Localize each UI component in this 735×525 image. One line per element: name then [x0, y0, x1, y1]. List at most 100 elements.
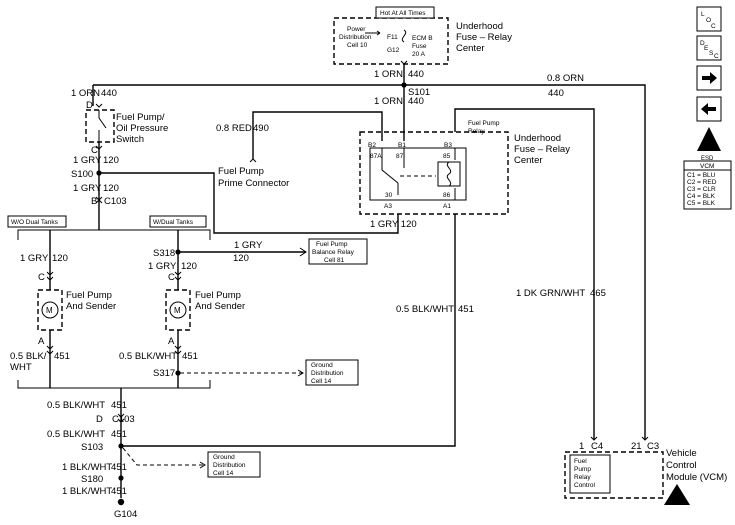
desc-icon[interactable] [696, 35, 722, 61]
fuel-pump-right: M Fuel Pump And Sender [165, 289, 245, 331]
ground-link-s103 [122, 447, 205, 466]
vcm-inner-2: Pump [574, 466, 591, 473]
vcm-pin-icons [590, 436, 649, 441]
conn-b-c103: B [91, 196, 97, 207]
relay-name-1: Fuel Pump [468, 120, 500, 127]
prime-label-1: Fuel Pump [218, 166, 264, 177]
conn-a-left-icon [46, 345, 54, 355]
blk-c103-top-label: 0.5 BLK/WHT [47, 400, 105, 411]
fuse-terminal: G12 [387, 47, 400, 54]
vcm-outline [564, 451, 664, 499]
fuse-id: F11 [387, 34, 398, 41]
conn-d-top-icon [95, 103, 103, 108]
fuse-block: Hot At All Times Power Distribution Cell… [333, 6, 512, 65]
vcm-c3: C3 [647, 441, 659, 452]
fuse-rating: 20 A [412, 51, 426, 58]
relay-term-b2: B2 [368, 142, 376, 149]
loc-icon[interactable] [696, 6, 722, 32]
switch-label-1: Fuel Pump/ [116, 112, 165, 123]
blk-s103-num: 451 [111, 462, 127, 473]
fuel-pump-relay: B2 B1 B3 87A 87 85 30 86 A3 A1 Fuel Pump… [359, 120, 570, 215]
esd-icon-label: ESD [701, 156, 714, 162]
relay-body [369, 147, 467, 201]
relay-term-87a: 87A [370, 153, 382, 160]
desc-icon-c: C [714, 53, 719, 60]
ground-cell-a-box [305, 359, 359, 386]
pump-right-label-2: And Sender [195, 301, 245, 312]
conn-c-left-pump: C [38, 272, 45, 283]
hot-at-all-times-box [375, 6, 435, 19]
s317-label: S317 [153, 368, 175, 379]
vcm-legend-row-5: C5 = BLK [687, 200, 716, 207]
balance-relay-3: Cell 81 [324, 257, 345, 264]
right-arrow-icon [702, 72, 717, 84]
red-wire-num: 490 [253, 123, 269, 134]
tank-left-label: W/O Dual Tanks [11, 219, 59, 226]
loc-icon-o: O [706, 17, 711, 24]
vcm-inner-1: Fuel [574, 458, 587, 465]
blk-relay-label: 0.5 BLK/WHT [396, 304, 454, 315]
esd-icon[interactable] [697, 127, 721, 151]
relay-term-a1: A1 [443, 203, 451, 210]
conn-d-top: D [86, 100, 93, 111]
dk-grn-wire [454, 108, 595, 440]
s100-splice-dot [96, 170, 102, 176]
next-page-icon[interactable] [696, 65, 722, 91]
pump-right-label-1: Fuel Pump [195, 290, 241, 301]
g104-label: G104 [114, 509, 137, 520]
vcm-legend-row-4: C4 = BLK [687, 193, 716, 200]
prime-label-2: Prime Connector [218, 178, 289, 189]
blk-s180-label: 1 BLK/WHT [62, 486, 112, 497]
s317-splice-dot [175, 370, 181, 376]
relay-center-title-2: Fuse – Relay [514, 144, 570, 155]
power-cell-line3: Cell 10 [347, 42, 368, 49]
gry-c-num: 120 [103, 155, 119, 166]
fuse-icon [401, 29, 407, 43]
gry-right-sub-num: 120 [181, 261, 197, 272]
orn-splice-right-label: 1 ORN [374, 96, 403, 107]
vcm-c4: C4 [591, 441, 603, 452]
prime-connector-icon [249, 158, 257, 163]
tank-left-box [7, 215, 67, 228]
pump-right-motor-icon [169, 301, 187, 319]
orn-far-right-num: 440 [548, 88, 564, 99]
orn-far-right-label: 0.8 ORN [547, 73, 584, 84]
loc-icon-l: L [701, 11, 705, 18]
relay-center-title-1: Underhood [514, 133, 561, 144]
pump-left-motor-icon [41, 301, 59, 319]
vcm-pin1: 1 [579, 441, 584, 452]
gry-left-sub-label: 1 GRY [20, 253, 49, 264]
ground-arrow-b-icon [199, 461, 206, 469]
conn-c-right-pump: C [168, 272, 175, 283]
blk-s103-label: 1 BLK/WHT [62, 462, 112, 473]
ground-cell-b-box [207, 451, 261, 478]
red-wire-prime [252, 111, 383, 159]
vcm-inner-box [569, 454, 611, 494]
gry-left-sub-num: 120 [52, 253, 68, 264]
tank-bracket-top [17, 229, 211, 240]
s180-label: S180 [81, 474, 103, 485]
blk-c103-top-num: 451 [111, 400, 127, 411]
ground-cell-a-2: Distribution [311, 370, 344, 377]
vcm-legend-row-2: C2 = RED [687, 179, 717, 186]
prev-page-icon[interactable] [696, 96, 722, 122]
relay-contact-icon [381, 148, 405, 195]
ground-cell-b-2: Distribution [213, 462, 246, 469]
s100-label: S100 [71, 169, 93, 180]
relay-term-85: 85 [443, 153, 451, 160]
orn-splice-right-num: 440 [408, 96, 424, 107]
balance-relay-1: Fuel Pump [316, 241, 348, 248]
relay-center-outline [359, 131, 509, 215]
pump-right-motor-letter: M [174, 306, 181, 315]
switch-label-3: Switch [116, 134, 144, 145]
conn-a-left-pump: A [38, 336, 45, 347]
blk-left-label-2: WHT [10, 362, 32, 373]
orn-top-left-label: 1 ORN [71, 88, 100, 99]
orn-top-left-num: 440 [101, 88, 117, 99]
s318-label: S318 [153, 248, 175, 259]
orn-mid-num: 440 [408, 69, 424, 80]
ground-cell-a-3: Cell 14 [311, 378, 332, 385]
vcm-pin21: 21 [631, 441, 642, 452]
blk-relay-num: 451 [458, 304, 474, 315]
